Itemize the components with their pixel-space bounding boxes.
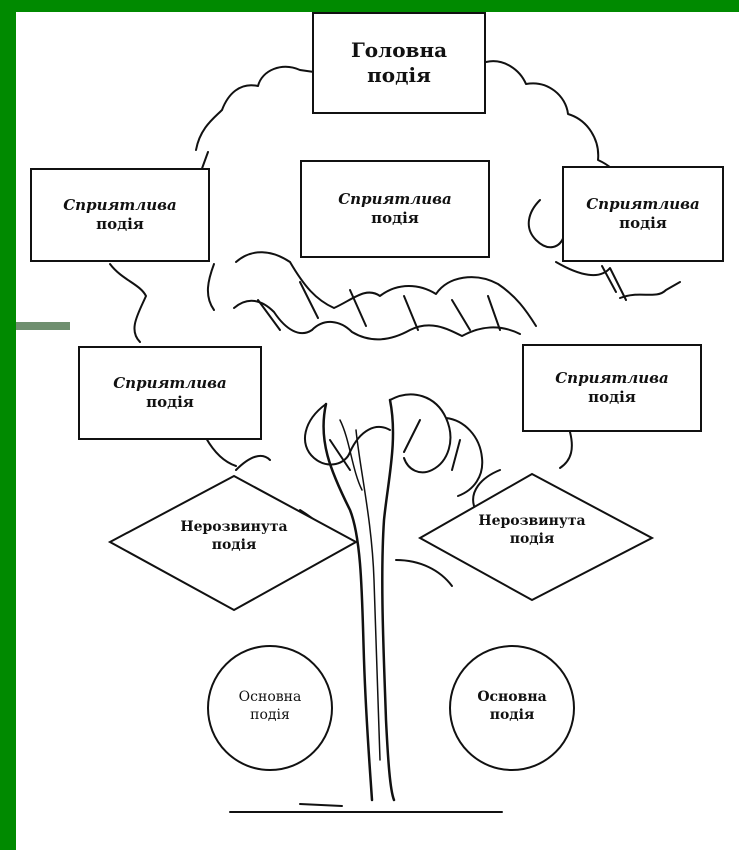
tree-trunk-texture [339, 419, 381, 761]
undeveloped-event-diamond-right [417, 472, 655, 602]
basic-event-line1: Основна [238, 689, 302, 705]
basic-event-line1: Основна [477, 689, 547, 705]
tree-trunk [322, 398, 396, 802]
tree-lower-branch-right [395, 559, 453, 587]
main-event-box: Головна подія [312, 12, 486, 114]
basic-event-line2: подія [250, 707, 290, 724]
contributing-event-line2: подія [146, 393, 194, 411]
undeveloped-event-line2: подія [211, 537, 257, 554]
tree-branch-left [205, 437, 271, 471]
basic-event-circle-left [207, 645, 333, 771]
contributing-event-line2: подія [619, 214, 667, 232]
contributing-event-line2: подія [588, 388, 636, 406]
contributing-event-box-mid-right: Сприятлива подія [522, 344, 702, 432]
main-event-line1: Головна [350, 38, 448, 62]
basic-event-label-left: Основна подія [214, 688, 326, 724]
tree-branch-right [472, 431, 573, 507]
basic-event-circle-right [449, 645, 575, 771]
tree-crown-right [527, 199, 681, 299]
tree-lower-crown [304, 393, 484, 497]
undeveloped-event-label-left: Нерозвинута подія [154, 518, 314, 554]
tree-crown-left [109, 263, 215, 343]
basic-event-label-right: Основна подія [456, 688, 568, 724]
contributing-event-line2: подія [96, 215, 144, 233]
contributing-event-line2: подія [371, 209, 419, 227]
slide-accent-line [16, 322, 70, 330]
undeveloped-event-diamond-left [107, 474, 359, 612]
contributing-event-box-top-left: Сприятлива подія [30, 168, 210, 262]
contributing-event-line1: Сприятлива [555, 369, 669, 388]
contributing-event-line1: Сприятлива [586, 195, 700, 214]
undeveloped-event-line1: Нерозвинута [478, 513, 586, 529]
contributing-event-box-top-right: Сприятлива подія [562, 166, 724, 262]
contributing-event-line1: Сприятлива [338, 190, 452, 209]
tree-crown-outline [195, 60, 627, 301]
undeveloped-event-label-right: Нерозвинута подія [456, 512, 608, 548]
tree-crown-veins [257, 281, 501, 331]
slide-top-border [0, 0, 739, 12]
main-event-line2: подія [367, 63, 431, 87]
undeveloped-event-line1: Нерозвинута [180, 519, 288, 535]
contributing-event-line1: Сприятлива [113, 374, 227, 393]
tree-ground [229, 803, 503, 813]
contributing-event-line1: Сприятлива [63, 196, 177, 215]
tree-lower-veins [329, 419, 461, 471]
undeveloped-event-line2: подія [509, 531, 555, 548]
tree-crown-inner [233, 251, 537, 341]
contributing-event-box-top-center: Сприятлива подія [300, 160, 490, 258]
slide-left-border [0, 0, 16, 850]
contributing-event-box-mid-left: Сприятлива подія [78, 346, 262, 440]
basic-event-line2: подія [489, 707, 535, 724]
